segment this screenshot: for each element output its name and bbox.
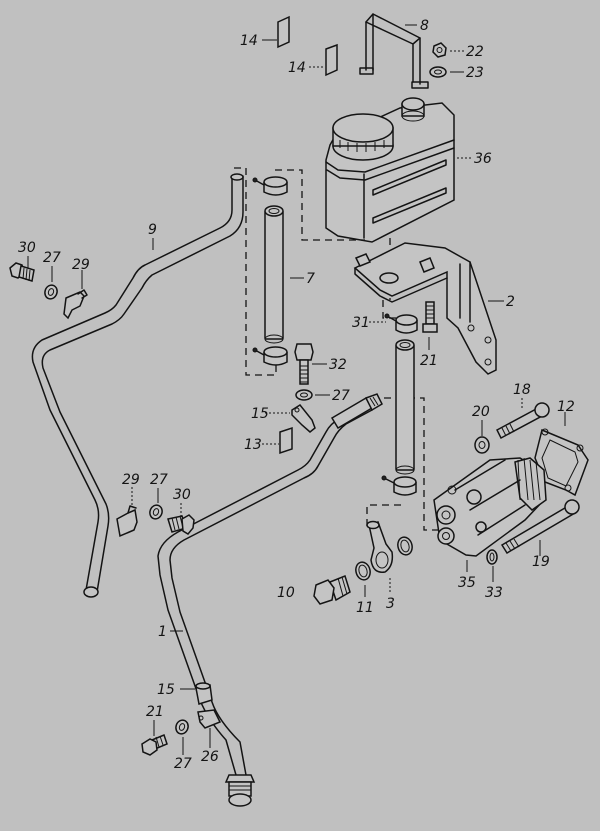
callout-21-upper: 21 bbox=[420, 353, 438, 369]
part-27-washer-lower[interactable] bbox=[148, 503, 164, 520]
callout-15-lower: 15 bbox=[157, 682, 175, 698]
leader-lines bbox=[27, 24, 566, 755]
callout-26: 26 bbox=[201, 749, 219, 765]
part-26-clamp[interactable] bbox=[197, 709, 222, 729]
part-10-banjo-bolt[interactable] bbox=[313, 575, 351, 605]
callout-27-mid: 27 bbox=[332, 388, 350, 404]
callout-27-upper: 27 bbox=[43, 250, 61, 266]
hose-clamp-upper[interactable] bbox=[252, 176, 288, 196]
part-36-reservoir[interactable] bbox=[325, 97, 455, 243]
part-31-hose-clamp[interactable] bbox=[384, 313, 418, 334]
part-29-clip-upper[interactable] bbox=[63, 289, 88, 320]
part-15-clip-lower[interactable] bbox=[195, 682, 213, 705]
callout-14-upper: 14 bbox=[240, 33, 258, 49]
callout-33: 33 bbox=[485, 585, 503, 601]
part-21-bolt-lower[interactable] bbox=[141, 733, 168, 756]
callout-11: 11 bbox=[356, 600, 374, 616]
callout-35: 35 bbox=[458, 575, 476, 591]
callout-29-upper: 29 bbox=[72, 257, 90, 273]
part-12-gasket[interactable] bbox=[534, 428, 589, 497]
part-11-sealing-ring[interactable] bbox=[354, 560, 372, 581]
pump-supply-hose[interactable] bbox=[395, 339, 415, 475]
callout-10: 10 bbox=[277, 585, 295, 601]
o-ring-pump-side[interactable] bbox=[396, 535, 414, 556]
callout-31: 31 bbox=[352, 315, 370, 331]
part-22-nut[interactable] bbox=[432, 42, 447, 58]
part-27-washer-upper[interactable] bbox=[43, 283, 59, 300]
part-30-bolt-upper[interactable] bbox=[9, 262, 35, 282]
part-29-clip-lower[interactable] bbox=[116, 505, 138, 538]
callout-32: 32 bbox=[329, 357, 347, 373]
callout-7: 7 bbox=[306, 271, 315, 287]
hose-clamp-pump[interactable] bbox=[381, 475, 417, 496]
part-19-bolt[interactable] bbox=[500, 499, 580, 555]
callout-15-upper: 15 bbox=[251, 406, 269, 422]
callout-36: 36 bbox=[474, 151, 492, 167]
part-13-rubber-pad[interactable] bbox=[279, 426, 293, 455]
callout-22: 22 bbox=[466, 44, 484, 60]
part-21-bolt-upper[interactable] bbox=[422, 301, 438, 333]
part-7-hose[interactable] bbox=[264, 205, 284, 344]
callout-18: 18 bbox=[513, 382, 531, 398]
part-8-retaining-strap[interactable] bbox=[359, 13, 429, 89]
callout-29-lower: 29 bbox=[122, 472, 140, 488]
callout-19: 19 bbox=[532, 554, 550, 570]
part-2-reservoir-bracket[interactable] bbox=[353, 242, 497, 375]
callout-30-lower: 30 bbox=[173, 487, 191, 503]
callout-21-lower: 21 bbox=[146, 704, 164, 720]
callout-8: 8 bbox=[420, 18, 429, 34]
callout-30-upper: 30 bbox=[18, 240, 36, 256]
callout-labels: 14 14 8 22 23 36 9 30 27 29 7 2 31 21 32… bbox=[18, 18, 575, 772]
part-15-clip-upper[interactable] bbox=[291, 404, 316, 433]
part-30-bolt-lower[interactable] bbox=[167, 514, 195, 535]
part-14-rubber-pad-upper[interactable] bbox=[277, 15, 290, 49]
part-23-washer[interactable] bbox=[429, 66, 447, 78]
callout-1: 1 bbox=[158, 624, 167, 640]
callout-2: 2 bbox=[506, 294, 515, 310]
callout-27-lower: 27 bbox=[150, 472, 168, 488]
part-27-washer-bottom[interactable] bbox=[174, 718, 190, 735]
callout-3: 3 bbox=[386, 596, 395, 612]
callout-23: 23 bbox=[466, 65, 484, 81]
callout-9: 9 bbox=[148, 222, 157, 238]
part-27-washer-mid[interactable] bbox=[295, 389, 313, 401]
part-3-banjo-union[interactable] bbox=[366, 520, 394, 573]
hose-clamp-lower[interactable] bbox=[252, 346, 288, 366]
callout-12: 12 bbox=[557, 399, 575, 415]
part-9-return-pipe[interactable] bbox=[31, 173, 244, 598]
callout-20: 20 bbox=[472, 404, 490, 420]
part-33-sealing-ring[interactable] bbox=[486, 549, 498, 565]
callout-14-lower: 14 bbox=[288, 60, 306, 76]
callout-27-bottom: 27 bbox=[174, 756, 192, 772]
part-20-washer[interactable] bbox=[474, 436, 490, 454]
part-14-rubber-pad-lower[interactable] bbox=[325, 43, 338, 77]
part-35-steering-pump[interactable] bbox=[433, 457, 547, 557]
callout-13: 13 bbox=[244, 437, 262, 453]
part-18-bolt[interactable] bbox=[496, 402, 550, 440]
part-32-bolt[interactable] bbox=[294, 343, 314, 385]
